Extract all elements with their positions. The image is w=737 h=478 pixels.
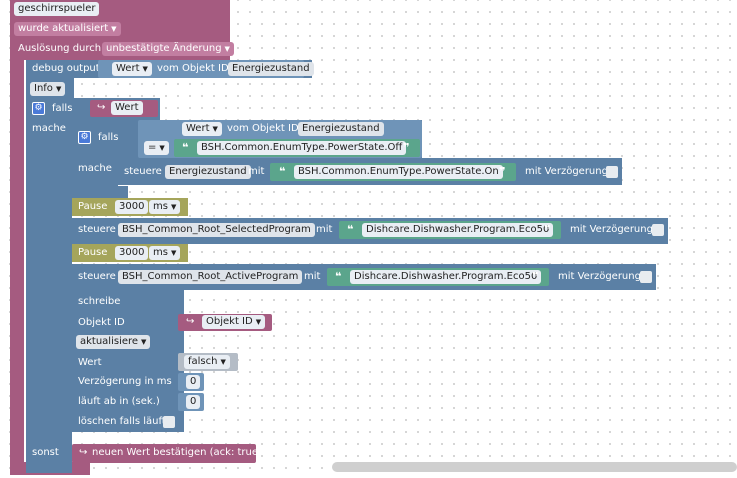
pause2-unit-label: ms (153, 247, 168, 258)
if-outer-side (26, 98, 72, 473)
trigger-source-label: Auslösung durch (18, 43, 102, 54)
debug-object-id-field[interactable]: Energiezustand (228, 62, 314, 76)
write-block-objid-row (72, 312, 184, 334)
set2-steuere-label: steuere (78, 224, 116, 235)
set2-value[interactable]: Dishcare.Dishwasher.Program.Eco50 (362, 223, 554, 237)
gear-icon[interactable]: ⚙ (32, 102, 45, 115)
set3-delay-checkbox[interactable] (640, 271, 652, 283)
write-objid-dropdown[interactable]: Objekt ID▼ (202, 315, 266, 329)
set3-target-field[interactable]: BSH_Common_Root_ActiveProgram (118, 270, 303, 284)
if-outer-sonst-label: sonst (32, 447, 59, 458)
if-inner-value-dropdown[interactable]: Wert▼ (182, 122, 222, 136)
if-outer-var-field[interactable]: Wert (111, 101, 143, 115)
write-expire-field[interactable]: 0 (186, 395, 201, 409)
set1-value[interactable]: BSH.Common.EnumType.PowerState.On (294, 165, 503, 179)
trigger-source-value: unbestätigte Änderung (106, 43, 222, 54)
write-mode-label: aktualisiere (80, 336, 139, 347)
if-inner-falls-label: falls (98, 132, 119, 143)
write-clear-checkbox[interactable] (163, 416, 175, 428)
if-inner-compare-value[interactable]: BSH.Common.EnumType.PowerState.Off (197, 141, 407, 155)
pause2-unit-dropdown[interactable]: ms▼ (149, 246, 181, 260)
trigger-event-label: wurde aktualisiert (18, 23, 109, 34)
dropdown-arrow-icon: ▼ (220, 358, 226, 366)
dropdown-arrow-icon: ▼ (255, 318, 262, 326)
set3-delay-label: mit Verzögerung (558, 271, 641, 282)
variable-arrow-icon: ↪ (97, 102, 106, 113)
set1-steuere-label: steuere (124, 166, 162, 177)
write-clear-label: löschen falls läuft (78, 416, 166, 427)
set1-delay-checkbox[interactable] (606, 166, 618, 178)
debug-output-label: debug output (32, 63, 100, 74)
if-outer-falls-label: falls (52, 103, 73, 114)
if-inner-from-label: vom Objekt ID (227, 123, 299, 134)
quote-close-icon: ❞ (499, 165, 506, 178)
set3-steuere-label: steuere (78, 271, 116, 282)
set2-delay-label: mit Verzögerung (570, 224, 653, 235)
gear-icon[interactable]: ⚙ (78, 131, 91, 144)
set2-mit-label: mit (316, 224, 333, 235)
pause1-value-field[interactable]: 3000 (115, 200, 149, 214)
if-inner-operator-label: = (148, 142, 157, 153)
debug-value-dropdown[interactable]: Wert▼ (112, 62, 152, 76)
set1-delay-label: mit Verzögerung (525, 166, 608, 177)
quote-close-icon: ❞ (544, 223, 551, 236)
write-mode-dropdown[interactable]: aktualisiere▼ (76, 335, 151, 349)
write-wert-label: Wert (78, 357, 102, 368)
pause1-unit-dropdown[interactable]: ms▼ (149, 200, 181, 214)
else-ack-label: neuen Wert bestätigen (ack: true) (92, 447, 262, 458)
quote-close-icon: ❞ (532, 270, 539, 283)
set2-target-field[interactable]: BSH_Common_Root_SelectedProgram (118, 223, 315, 237)
set3-value[interactable]: Dishcare.Dishwasher.Program.Eco50 (350, 270, 542, 284)
write-wert-dropdown[interactable]: falsch▼ (184, 355, 230, 369)
debug-from-label: vom Objekt ID (157, 63, 229, 74)
trigger-object-field[interactable]: geschirrspueler (14, 2, 100, 16)
set1-target-field[interactable]: Energiezustand (165, 165, 251, 179)
horizontal-scrollbar[interactable] (332, 462, 737, 472)
pause2-value-field[interactable]: 3000 (115, 246, 149, 260)
dropdown-arrow-icon: ▼ (170, 203, 177, 211)
if-inner-operator-dropdown[interactable]: =▼ (144, 141, 169, 155)
if-inner-bottom (72, 186, 128, 198)
if-inner-value-label: Wert (186, 123, 210, 134)
quote-open-icon: ❝ (279, 165, 286, 178)
set1-mit-label: mit (248, 166, 265, 177)
trigger-event-dropdown[interactable]: wurde aktualisiert▼ (14, 22, 121, 36)
pause2-label: Pause (78, 247, 108, 258)
write-expire-label: läuft ab in (sek.) (78, 396, 160, 407)
dropdown-arrow-icon: ▼ (170, 249, 177, 257)
pause1-label: Pause (78, 201, 108, 212)
write-objid-label: Objekt ID (78, 317, 125, 328)
trigger-block-side (10, 0, 24, 475)
if-inner-mache-label: mache (78, 163, 112, 174)
quote-open-icon: ❝ (182, 141, 189, 154)
write-delay-field[interactable]: 0 (186, 375, 201, 389)
if-outer-mache-label: mache (32, 123, 66, 134)
variable-arrow-icon: ↪ (79, 447, 88, 458)
pause1-unit-label: ms (153, 201, 168, 212)
write-objid-var-label: Objekt ID (206, 316, 253, 327)
dropdown-arrow-icon: ▼ (55, 85, 62, 93)
dropdown-arrow-icon: ▼ (159, 144, 165, 152)
set3-mit-label: mit (304, 271, 321, 282)
dropdown-arrow-icon: ▼ (142, 65, 148, 73)
else-ack-block[interactable] (72, 444, 256, 463)
dropdown-arrow-icon: ▼ (111, 25, 117, 33)
dropdown-arrow-icon: ▼ (212, 125, 218, 133)
quote-open-icon: ❝ (347, 223, 354, 236)
trigger-source-dropdown[interactable]: unbestätigte Änderung▼ (102, 42, 234, 56)
debug-level-dropdown[interactable]: Info▼ (30, 82, 66, 96)
variable-arrow-icon: ↪ (186, 316, 195, 327)
quote-close-icon: ❞ (403, 141, 410, 154)
write-title: schreibe (78, 296, 121, 307)
dropdown-arrow-icon: ▼ (141, 338, 147, 346)
quote-open-icon: ❝ (335, 270, 342, 283)
set2-delay-checkbox[interactable] (652, 224, 664, 236)
debug-level-label: Info (34, 83, 53, 94)
if-inner-object-id-field[interactable]: Energiezustand (298, 122, 384, 136)
write-delay-label: Verzögerung in ms (78, 376, 172, 387)
dropdown-arrow-icon: ▼ (224, 45, 230, 53)
debug-value-label: Wert (116, 63, 140, 74)
write-wert-value: falsch (188, 356, 218, 367)
